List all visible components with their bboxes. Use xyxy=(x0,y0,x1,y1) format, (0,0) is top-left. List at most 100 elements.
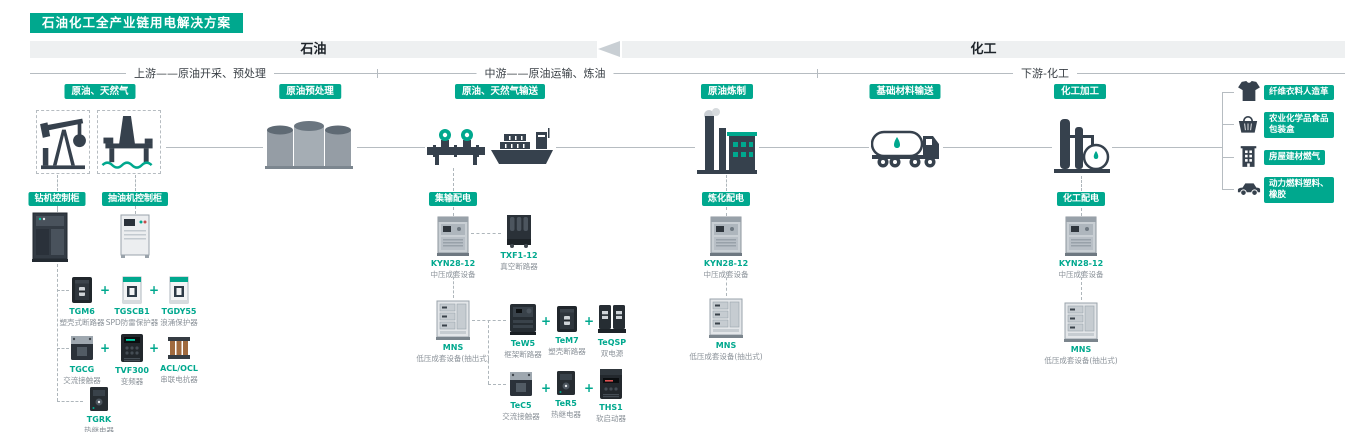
pump-control-cabinet-image xyxy=(120,214,150,258)
product-tgrk: TGRK 热继电器 xyxy=(75,386,123,432)
product-kyn28-refinery: KYN28-12 中压成套设备 xyxy=(702,216,750,280)
page-title: 石油化工全产业链用电解决方案 xyxy=(30,13,244,33)
ship-icon xyxy=(490,122,554,168)
mv-switchgear-image xyxy=(437,216,469,256)
stage-axis-tick xyxy=(817,69,818,78)
product-acl-ocl: ACL/OCL 串联电抗器 xyxy=(155,335,203,385)
connector xyxy=(57,206,58,212)
connector xyxy=(453,207,454,216)
platform-frame xyxy=(97,110,161,174)
stage-axis-line xyxy=(30,73,1345,74)
product-mns-refinery: MNS 低压成套设备(抽出式) xyxy=(689,298,763,362)
product-teqsp: TeQSP 双电源 xyxy=(588,303,636,359)
product-ths1: THS1 软启动器 xyxy=(587,368,635,424)
stage-axis-tick xyxy=(377,69,378,78)
tanker-truck-icon xyxy=(871,124,941,170)
end-products-bracket xyxy=(1222,92,1223,190)
connector xyxy=(726,272,727,296)
connector xyxy=(1222,92,1234,93)
breaker-image xyxy=(554,305,580,333)
connector xyxy=(943,147,1052,148)
chemical-plant-icon xyxy=(1054,113,1110,175)
plus-separator: + xyxy=(100,283,111,297)
connector xyxy=(57,348,69,349)
lv-switchgear-image xyxy=(709,298,743,338)
connector xyxy=(135,175,136,191)
product-tvf300: TVF300 变频器 xyxy=(108,333,156,387)
connector xyxy=(57,401,83,402)
connector xyxy=(759,147,869,148)
plus-separator: + xyxy=(149,341,160,355)
badge-pump-control: 抽油机控制柜 xyxy=(101,192,169,207)
product-tgdy55: TGDY55 浪涌保护器 xyxy=(155,276,203,328)
product-kyn28-chemical: KYN28-12 中压成套设备 xyxy=(1057,216,1105,280)
connector xyxy=(1081,208,1082,216)
basket-icon xyxy=(1238,113,1258,134)
badge-chemical-power: 化工配电 xyxy=(1056,192,1106,207)
plus-separator: + xyxy=(584,314,595,328)
plus-separator: + xyxy=(100,341,111,355)
connector xyxy=(135,206,136,214)
connector xyxy=(453,168,454,191)
end-product-fuel: 动力燃料塑料、 橡胶 xyxy=(1264,177,1334,204)
surge-protector-image xyxy=(166,276,192,304)
connector xyxy=(57,290,69,291)
product-tgcg: TGCG 交流接触器 xyxy=(58,334,106,386)
vacuum-breaker-image xyxy=(505,214,533,248)
stage-label-downstream: 下游-化工 xyxy=(1013,67,1077,80)
connector xyxy=(453,272,454,298)
badge-gathering-power: 集输配电 xyxy=(428,192,478,207)
product-mns-chemical: MNS 低压成套设备(抽出式) xyxy=(1044,302,1118,366)
spd-image xyxy=(119,276,145,304)
contactor-image xyxy=(508,370,534,398)
thermal-relay-image xyxy=(554,370,578,396)
band-label-chemical: 化工 xyxy=(970,42,997,57)
chemical-section-band xyxy=(622,41,1345,58)
building-icon xyxy=(1239,146,1258,167)
connector xyxy=(1081,176,1082,191)
pumpjack-frame xyxy=(36,110,90,174)
plus-separator: + xyxy=(541,314,552,328)
connector xyxy=(726,207,727,216)
product-tew5: TeW5 框架断路器 xyxy=(499,302,547,360)
connector xyxy=(1222,189,1234,190)
badge-refining-power: 炼化配电 xyxy=(701,192,751,207)
connector xyxy=(471,233,501,234)
plus-separator: + xyxy=(149,283,160,297)
mv-switchgear-image xyxy=(710,216,742,256)
badge-refining: 原油炼制 xyxy=(700,84,754,100)
band-divider-chevron-icon xyxy=(598,41,620,57)
plus-separator: + xyxy=(541,381,552,395)
connector xyxy=(166,147,263,148)
product-kyn28-gathering: KYN28-12 中压成套设备 xyxy=(429,216,477,280)
product-tgm6: TGM6 塑壳式断路器 xyxy=(58,276,106,328)
storage-tanks-icon xyxy=(265,120,353,170)
reactor-image xyxy=(166,335,192,361)
band-label-oil: 石油 xyxy=(300,42,327,57)
connector xyxy=(357,147,425,148)
refinery-icon xyxy=(697,108,757,174)
product-txf1-12: TXF1-12 真空断路器 xyxy=(495,214,543,272)
car-icon xyxy=(1237,181,1261,196)
badge-materials-transport: 基础材料输送 xyxy=(869,84,941,100)
tshirt-icon xyxy=(1238,81,1260,101)
frame-breaker-image xyxy=(508,302,538,336)
product-ter5: TeR5 热继电器 xyxy=(542,370,590,420)
connector xyxy=(57,264,58,401)
lv-switchgear-image xyxy=(436,300,470,340)
end-product-fiber: 纤维衣料人造革 xyxy=(1264,85,1334,101)
stage-label-upstream: 上游——原油开采、预处理 xyxy=(126,67,274,80)
pipeline-icon xyxy=(427,125,485,167)
connector xyxy=(1222,157,1234,158)
badge-drill-control: 钻机控制柜 xyxy=(28,192,86,207)
plus-separator: + xyxy=(584,381,595,395)
breaker-image xyxy=(69,276,95,304)
badge-pretreatment: 原油预处理 xyxy=(279,84,341,100)
dual-power-image xyxy=(597,303,627,335)
connector xyxy=(57,175,58,191)
soft-starter-image xyxy=(598,368,624,400)
pumpjack-icon xyxy=(40,115,86,170)
vfd-image xyxy=(119,333,145,363)
connector xyxy=(488,384,506,385)
